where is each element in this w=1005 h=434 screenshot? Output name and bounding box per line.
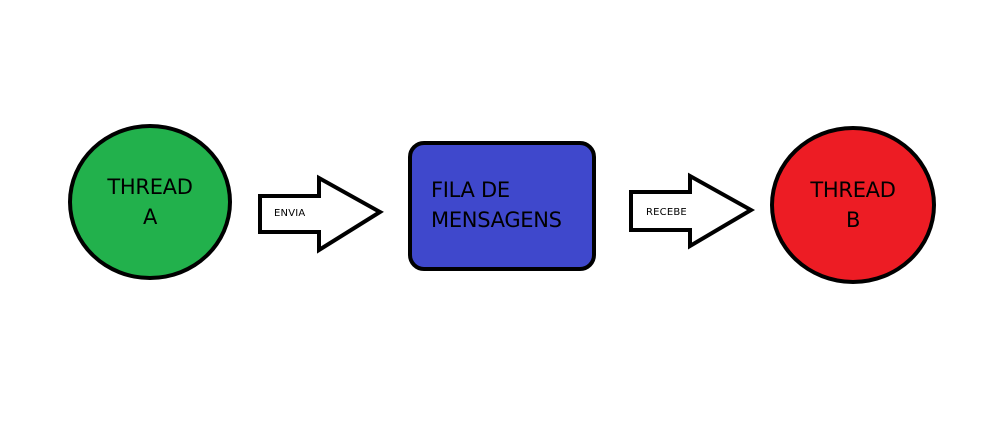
thread-a-label-line2: A [142,205,158,229]
send-arrow [258,174,384,254]
thread-a-label-line1: THREAD [107,175,193,199]
thread-b-node: THREAD B [770,126,936,284]
message-queue-label-line2: MENSAGENS [431,208,562,232]
send-arrow-label: ENVIA [274,208,306,219]
receive-arrow [629,172,756,250]
message-queue-label: FILA DE MENSAGENS [431,175,592,235]
message-queue-node: FILA DE MENSAGENS [408,141,596,271]
thread-b-label-line2: B [845,208,861,232]
receive-arrow-label: RECEBE [646,207,687,218]
message-queue-label-line1: FILA DE [431,178,510,202]
thread-b-label: THREAD B [810,175,896,235]
thread-a-label: THREAD A [107,172,193,232]
thread-b-label-line1: THREAD [810,178,896,202]
thread-a-node: THREAD A [68,124,232,280]
